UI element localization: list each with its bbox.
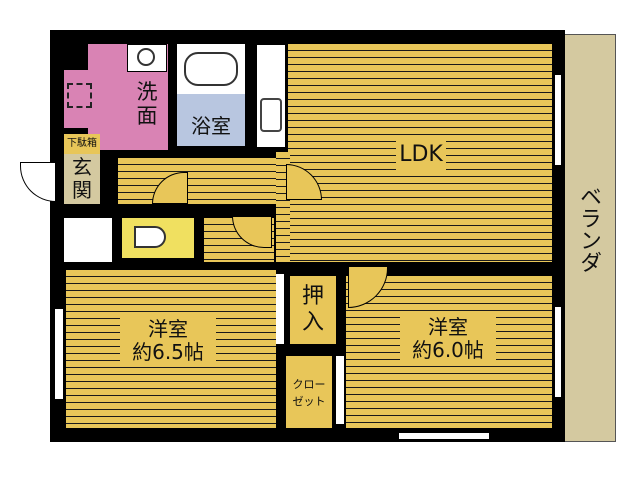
window-western-right[interactable] (554, 306, 562, 398)
oshiire-label: 押 入 (290, 284, 336, 336)
front-door[interactable] (20, 162, 56, 202)
western-left-label: 洋室 約6.5帖 (120, 318, 216, 364)
veranda: ベランダ (563, 34, 616, 442)
room-entrance (64, 154, 100, 204)
room-bathroom (177, 94, 245, 146)
washroom-label-line2: 面 (136, 104, 158, 128)
western-right-label-line2: 約6.0帖 (412, 338, 484, 362)
veranda-label: ベランダ (576, 185, 601, 273)
entrance-label: 玄 関 (64, 156, 100, 202)
washbasin-icon (137, 48, 155, 66)
toilet-icon (134, 226, 166, 248)
entrance-label-line1: 玄 (72, 155, 92, 179)
window-bottom[interactable] (398, 432, 490, 440)
oshiire-sliding-door[interactable] (276, 274, 284, 344)
closet (286, 356, 332, 428)
ldk-label: LDK (396, 140, 446, 170)
closet-label-line1: クロー (292, 378, 326, 391)
storage-box (64, 218, 112, 262)
closet-oshiire (290, 276, 336, 344)
oshiire-label-line1: 押 (301, 284, 324, 309)
closet-label: クロー ゼット (286, 376, 332, 410)
bathroom-label: 浴室 (191, 114, 231, 138)
western-right-label: 洋室 約6.0帖 (400, 316, 496, 362)
entrance-label-line2: 関 (72, 178, 92, 202)
western-left-label-line2: 約6.5帖 (132, 340, 204, 364)
hallway (118, 158, 276, 204)
western-right-label-line1: 洋室 (428, 315, 468, 339)
bathtub-icon (184, 52, 238, 86)
washroom-label-line1: 洗 (136, 80, 158, 104)
kitchen-sink-icon (260, 98, 282, 132)
window-ldk[interactable] (554, 74, 562, 166)
closet-label-line2: ゼット (292, 395, 326, 408)
closet-sliding-door[interactable] (336, 356, 344, 424)
oshiire-label-line2: 入 (301, 310, 324, 335)
kitchen-counter (256, 44, 286, 148)
window-left[interactable] (54, 308, 64, 400)
shoe-cabinet-label: 下駄箱 (67, 138, 97, 149)
washroom-label: 洗 面 (133, 80, 161, 128)
western-left-label-line1: 洋室 (148, 317, 188, 341)
washing-machine-icon (67, 83, 92, 108)
shoe-cabinet: 下駄箱 (64, 134, 100, 154)
